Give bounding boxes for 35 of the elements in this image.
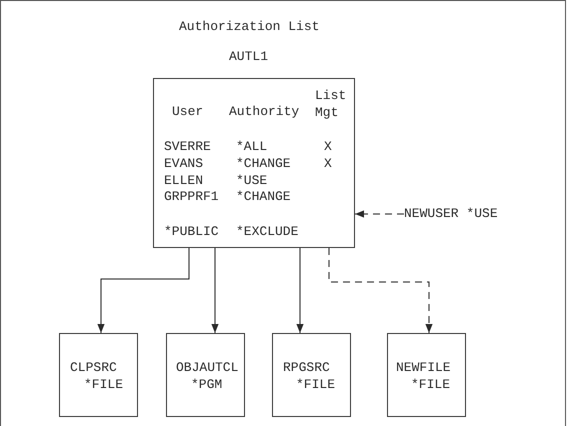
authority-level: *CHANGE — [236, 188, 291, 205]
object-name: OBJAUTCL — [176, 359, 238, 376]
object-name: NEWFILE — [396, 359, 451, 376]
object-box — [387, 333, 466, 417]
dashed-arrow — [354, 210, 404, 218]
user-name: EVANS — [164, 155, 204, 172]
arrow — [211, 248, 219, 334]
column-heading: List Mgt — [315, 87, 347, 121]
object-type: *FILE — [296, 376, 336, 393]
object-type: *PGM — [191, 376, 222, 393]
object-name: RPGSRC — [283, 359, 330, 376]
user-name: *PUBLIC — [164, 223, 219, 240]
object-type: *FILE — [411, 376, 450, 393]
dashed-arrow — [328, 248, 433, 334]
object-box — [59, 333, 138, 417]
user-name: SVERRE — [164, 138, 211, 155]
arrow — [97, 248, 190, 334]
object-name: CLPSRC — [70, 359, 117, 376]
authority-level: *USE — [236, 172, 268, 189]
object-box — [166, 333, 245, 417]
column-heading: User — [172, 103, 204, 120]
user-name: GRPPRF1 — [164, 188, 219, 205]
object-box — [272, 333, 351, 417]
list-management-mark: X — [324, 155, 332, 172]
arrow — [296, 248, 304, 334]
diagram-title: Authorization List — [179, 18, 320, 35]
column-heading: Authority — [229, 103, 300, 120]
list-name: AUTL1 — [229, 48, 268, 65]
authority-level: *CHANGE — [236, 155, 291, 172]
object-type: *FILE — [84, 376, 124, 393]
authority-level: *EXCLUDE — [236, 223, 298, 240]
user-entry-label: NEWUSER *USE — [404, 205, 498, 222]
list-management-mark: X — [324, 138, 332, 155]
user-name: ELLEN — [164, 172, 204, 189]
authority-level: *ALL — [236, 138, 268, 155]
